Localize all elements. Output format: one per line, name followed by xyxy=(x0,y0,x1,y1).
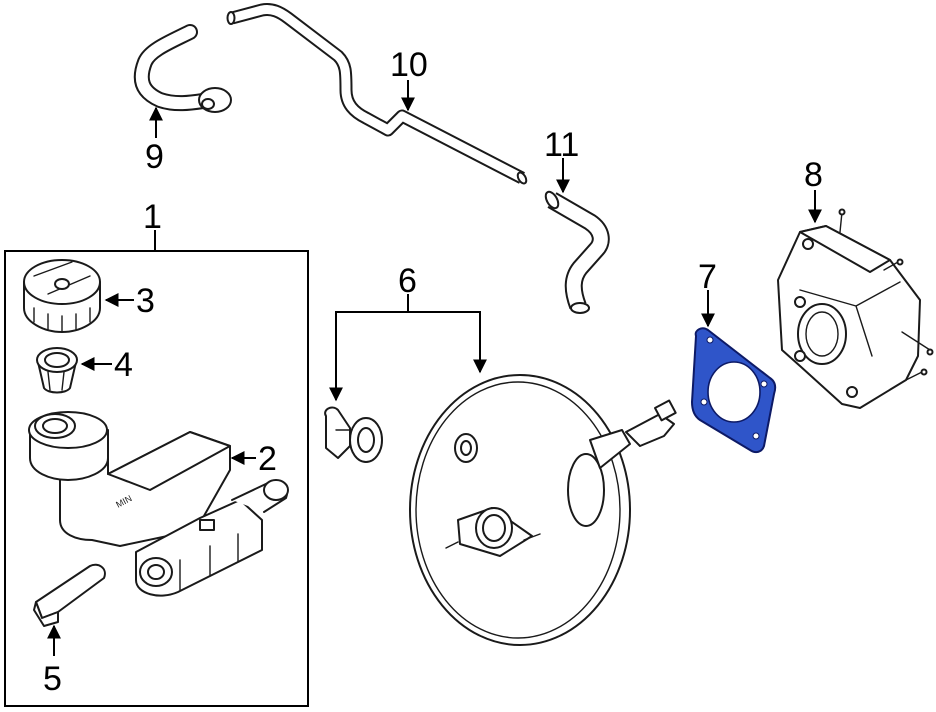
callout-11: 11 xyxy=(544,126,579,164)
part-10-vacuum-pipe[interactable] xyxy=(226,3,529,185)
part-7-gasket[interactable] xyxy=(690,327,777,454)
callout-7: 7 xyxy=(698,258,717,296)
part-3-reservoir-cap[interactable] xyxy=(23,259,101,333)
callout-labels: 1 2 3 4 5 6 7 8 9 10 11 xyxy=(43,46,823,698)
callout-2: 2 xyxy=(258,440,277,478)
callout-8: 8 xyxy=(804,156,823,194)
part-6-brake-booster[interactable] xyxy=(409,374,677,646)
callout-1: 1 xyxy=(143,198,162,236)
callout-10: 10 xyxy=(390,46,428,84)
part-8-spacer[interactable] xyxy=(777,208,934,409)
callout-6: 6 xyxy=(398,262,417,300)
part-2-master-cylinder[interactable]: MIN xyxy=(28,411,289,597)
callout-4: 4 xyxy=(114,346,133,384)
part-9-hose[interactable] xyxy=(133,24,232,113)
part-1-group-box xyxy=(4,250,309,707)
part-4-strainer[interactable] xyxy=(36,347,78,394)
callout-5: 5 xyxy=(43,660,62,698)
leader-lines xyxy=(47,80,822,656)
part-5-sensor[interactable] xyxy=(33,563,106,627)
callout-3: 3 xyxy=(136,282,155,320)
part-11-hose[interactable] xyxy=(543,190,610,314)
callout-9: 9 xyxy=(145,138,164,176)
part-6-check-valve[interactable] xyxy=(324,406,383,463)
